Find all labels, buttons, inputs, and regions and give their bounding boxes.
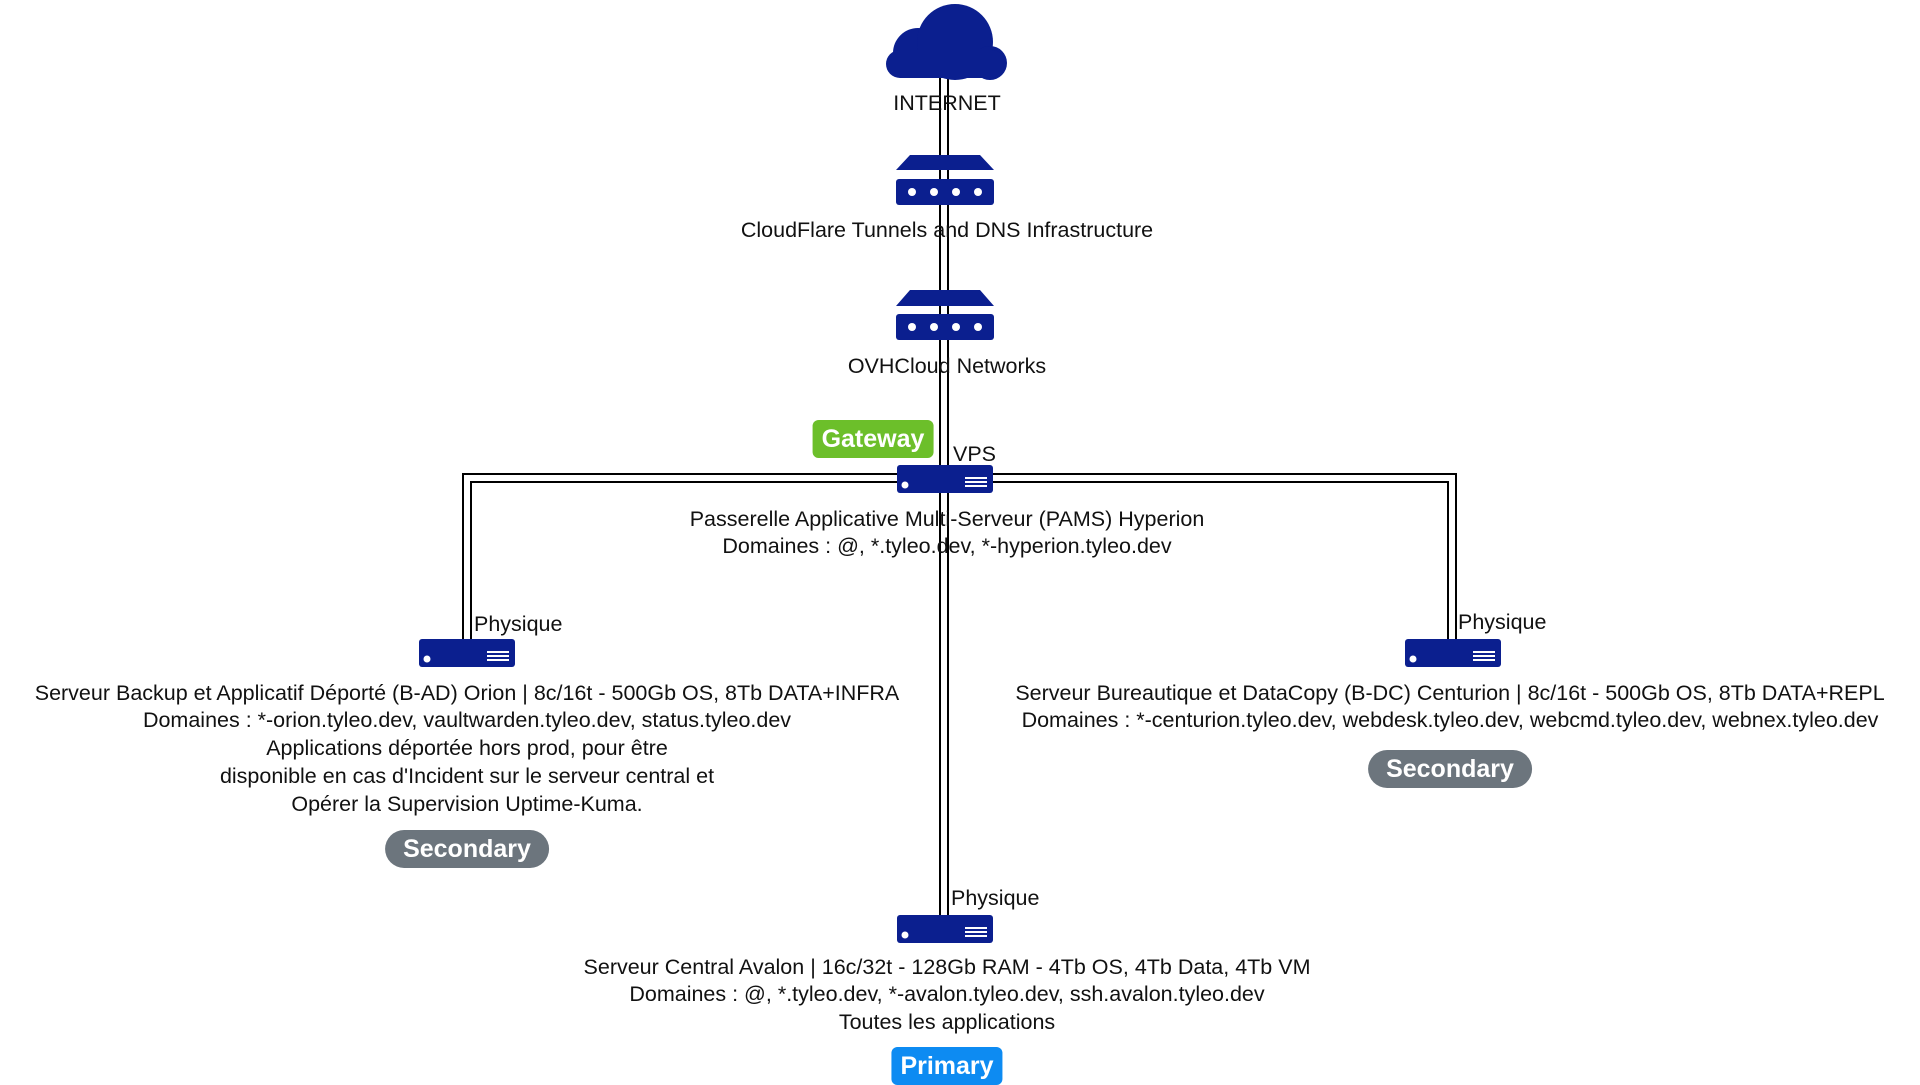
- centurion-description-line: Serveur Bureautique et DataCopy (B-DC) C…: [1015, 681, 1885, 705]
- router-icon: [896, 290, 994, 340]
- server-icon: [897, 915, 993, 943]
- orion-secondary-badge: Secondary: [385, 830, 549, 868]
- orion-note-line: disponible en cas d'Incident sur le serv…: [219, 764, 715, 788]
- hyperion-type-label: VPS: [953, 442, 997, 466]
- avalon-apps-line: Toutes les applications: [838, 1010, 1056, 1034]
- orion-domains-line: Domaines : *-orion.tyleo.dev, vaultwarde…: [142, 708, 792, 732]
- gateway-badge: Gateway: [812, 420, 934, 458]
- server-icon: [1405, 639, 1501, 667]
- server-icon: [419, 639, 515, 667]
- orion-type-label: Physique: [474, 612, 563, 636]
- orion-description-line: Serveur Backup et Applicatif Déporté (B-…: [34, 681, 900, 705]
- connectors: [462, 75, 1457, 915]
- internet-label: INTERNET: [893, 91, 1001, 115]
- primary-badge: Primary: [891, 1047, 1003, 1085]
- avalon-type-label: Physique: [951, 886, 1040, 910]
- centurion-type-label: Physique: [1458, 610, 1547, 634]
- centurion-domains-line: Domaines : *-centurion.tyleo.dev, webdes…: [1021, 708, 1879, 732]
- cloudflare-label: CloudFlare Tunnels and DNS Infrastructur…: [740, 218, 1154, 242]
- hyperion-description-line: Passerelle Applicative Multi-Serveur (PA…: [689, 507, 1205, 531]
- avalon-description-line: Serveur Central Avalon | 16c/32t - 128Gb…: [583, 955, 1311, 979]
- avalon-domains-line: Domaines : @, *.tyleo.dev, *-avalon.tyle…: [629, 982, 1265, 1006]
- orion-note-line: Opérer la Supervision Uptime-Kuma.: [291, 792, 643, 816]
- link-hyperion-orion-b: [470, 481, 898, 640]
- server-icon: [897, 465, 993, 493]
- link-hyperion-centurion-a: [991, 473, 1457, 640]
- router-icon: [896, 155, 994, 205]
- ovh-label: OVHCloud Networks: [847, 354, 1047, 378]
- centurion-secondary-badge: Secondary: [1368, 750, 1532, 788]
- link-hyperion-orion-a: [462, 473, 898, 640]
- cloud-icon: [886, 4, 1007, 80]
- orion-note-line: Applications déportée hors prod, pour êt…: [266, 736, 668, 760]
- link-hyperion-centurion-b: [991, 481, 1449, 640]
- hyperion-domains-line: Domaines : @, *.tyleo.dev, *-hyperion.ty…: [722, 534, 1172, 558]
